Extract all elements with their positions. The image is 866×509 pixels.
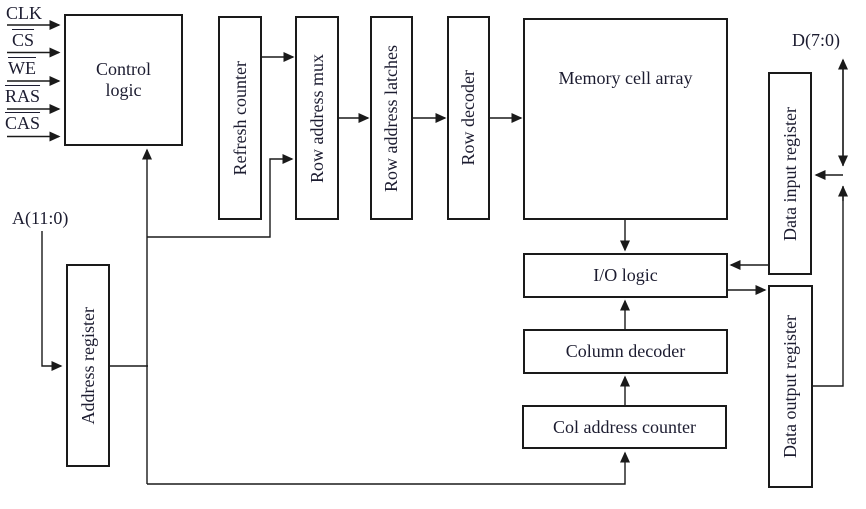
block-address-register: Address register bbox=[66, 264, 110, 467]
data-bus-label: D(7:0) bbox=[792, 30, 840, 50]
block-label-col-address-counter: Col address counter bbox=[553, 416, 696, 437]
block-label-row-address-mux: Row address mux bbox=[306, 53, 327, 183]
address-bus-to-row-mux-wire bbox=[147, 154, 294, 238]
block-data-input-register: Data input register bbox=[768, 72, 812, 275]
block-io-logic: I/O logic bbox=[523, 253, 728, 298]
block-row-address-mux: Row address mux bbox=[295, 16, 339, 220]
signal-label-cs: CS bbox=[12, 30, 35, 50]
block-col-address-counter: Col address counter bbox=[522, 405, 727, 449]
block-refresh-counter: Refresh counter bbox=[218, 16, 262, 220]
signal-label-clk: CLK bbox=[6, 3, 42, 23]
address-bus-label: A(11:0) bbox=[12, 208, 69, 228]
address-input-wire bbox=[41, 231, 63, 371]
block-label-data-output-register: Data output register bbox=[780, 315, 801, 458]
block-label-refresh-counter: Refresh counter bbox=[229, 60, 250, 176]
block-label-column-decoder: Column decoder bbox=[565, 341, 686, 362]
block-control-logic: Control logic bbox=[64, 14, 183, 146]
block-label-memory-cell-array: Memory cell array bbox=[558, 68, 693, 88]
block-memory-cell-array: Memory cell array bbox=[523, 18, 728, 220]
block-row-decoder: Row decoder bbox=[447, 16, 490, 220]
output-register-to-data-bus-wire bbox=[813, 186, 844, 387]
signal-label-cas: CAS bbox=[5, 113, 41, 133]
block-label-row-decoder: Row decoder bbox=[458, 70, 479, 166]
block-row-address-latches: Row address latches bbox=[370, 16, 413, 220]
block-label-row-address-latches: Row address latches bbox=[381, 44, 402, 192]
signal-label-ras: RAS bbox=[5, 86, 41, 106]
block-label-address-register: Address register bbox=[77, 306, 98, 425]
block-data-output-register: Data output register bbox=[768, 285, 813, 488]
block-label-data-input-register: Data input register bbox=[779, 106, 800, 241]
block-column-decoder: Column decoder bbox=[523, 329, 728, 374]
address-bus-to-col-counter-wire bbox=[147, 451, 630, 485]
block-label-control-logic: Control logic bbox=[95, 59, 151, 100]
signal-label-we: WE bbox=[8, 58, 36, 78]
block-label-io-logic: I/O logic bbox=[593, 265, 658, 286]
